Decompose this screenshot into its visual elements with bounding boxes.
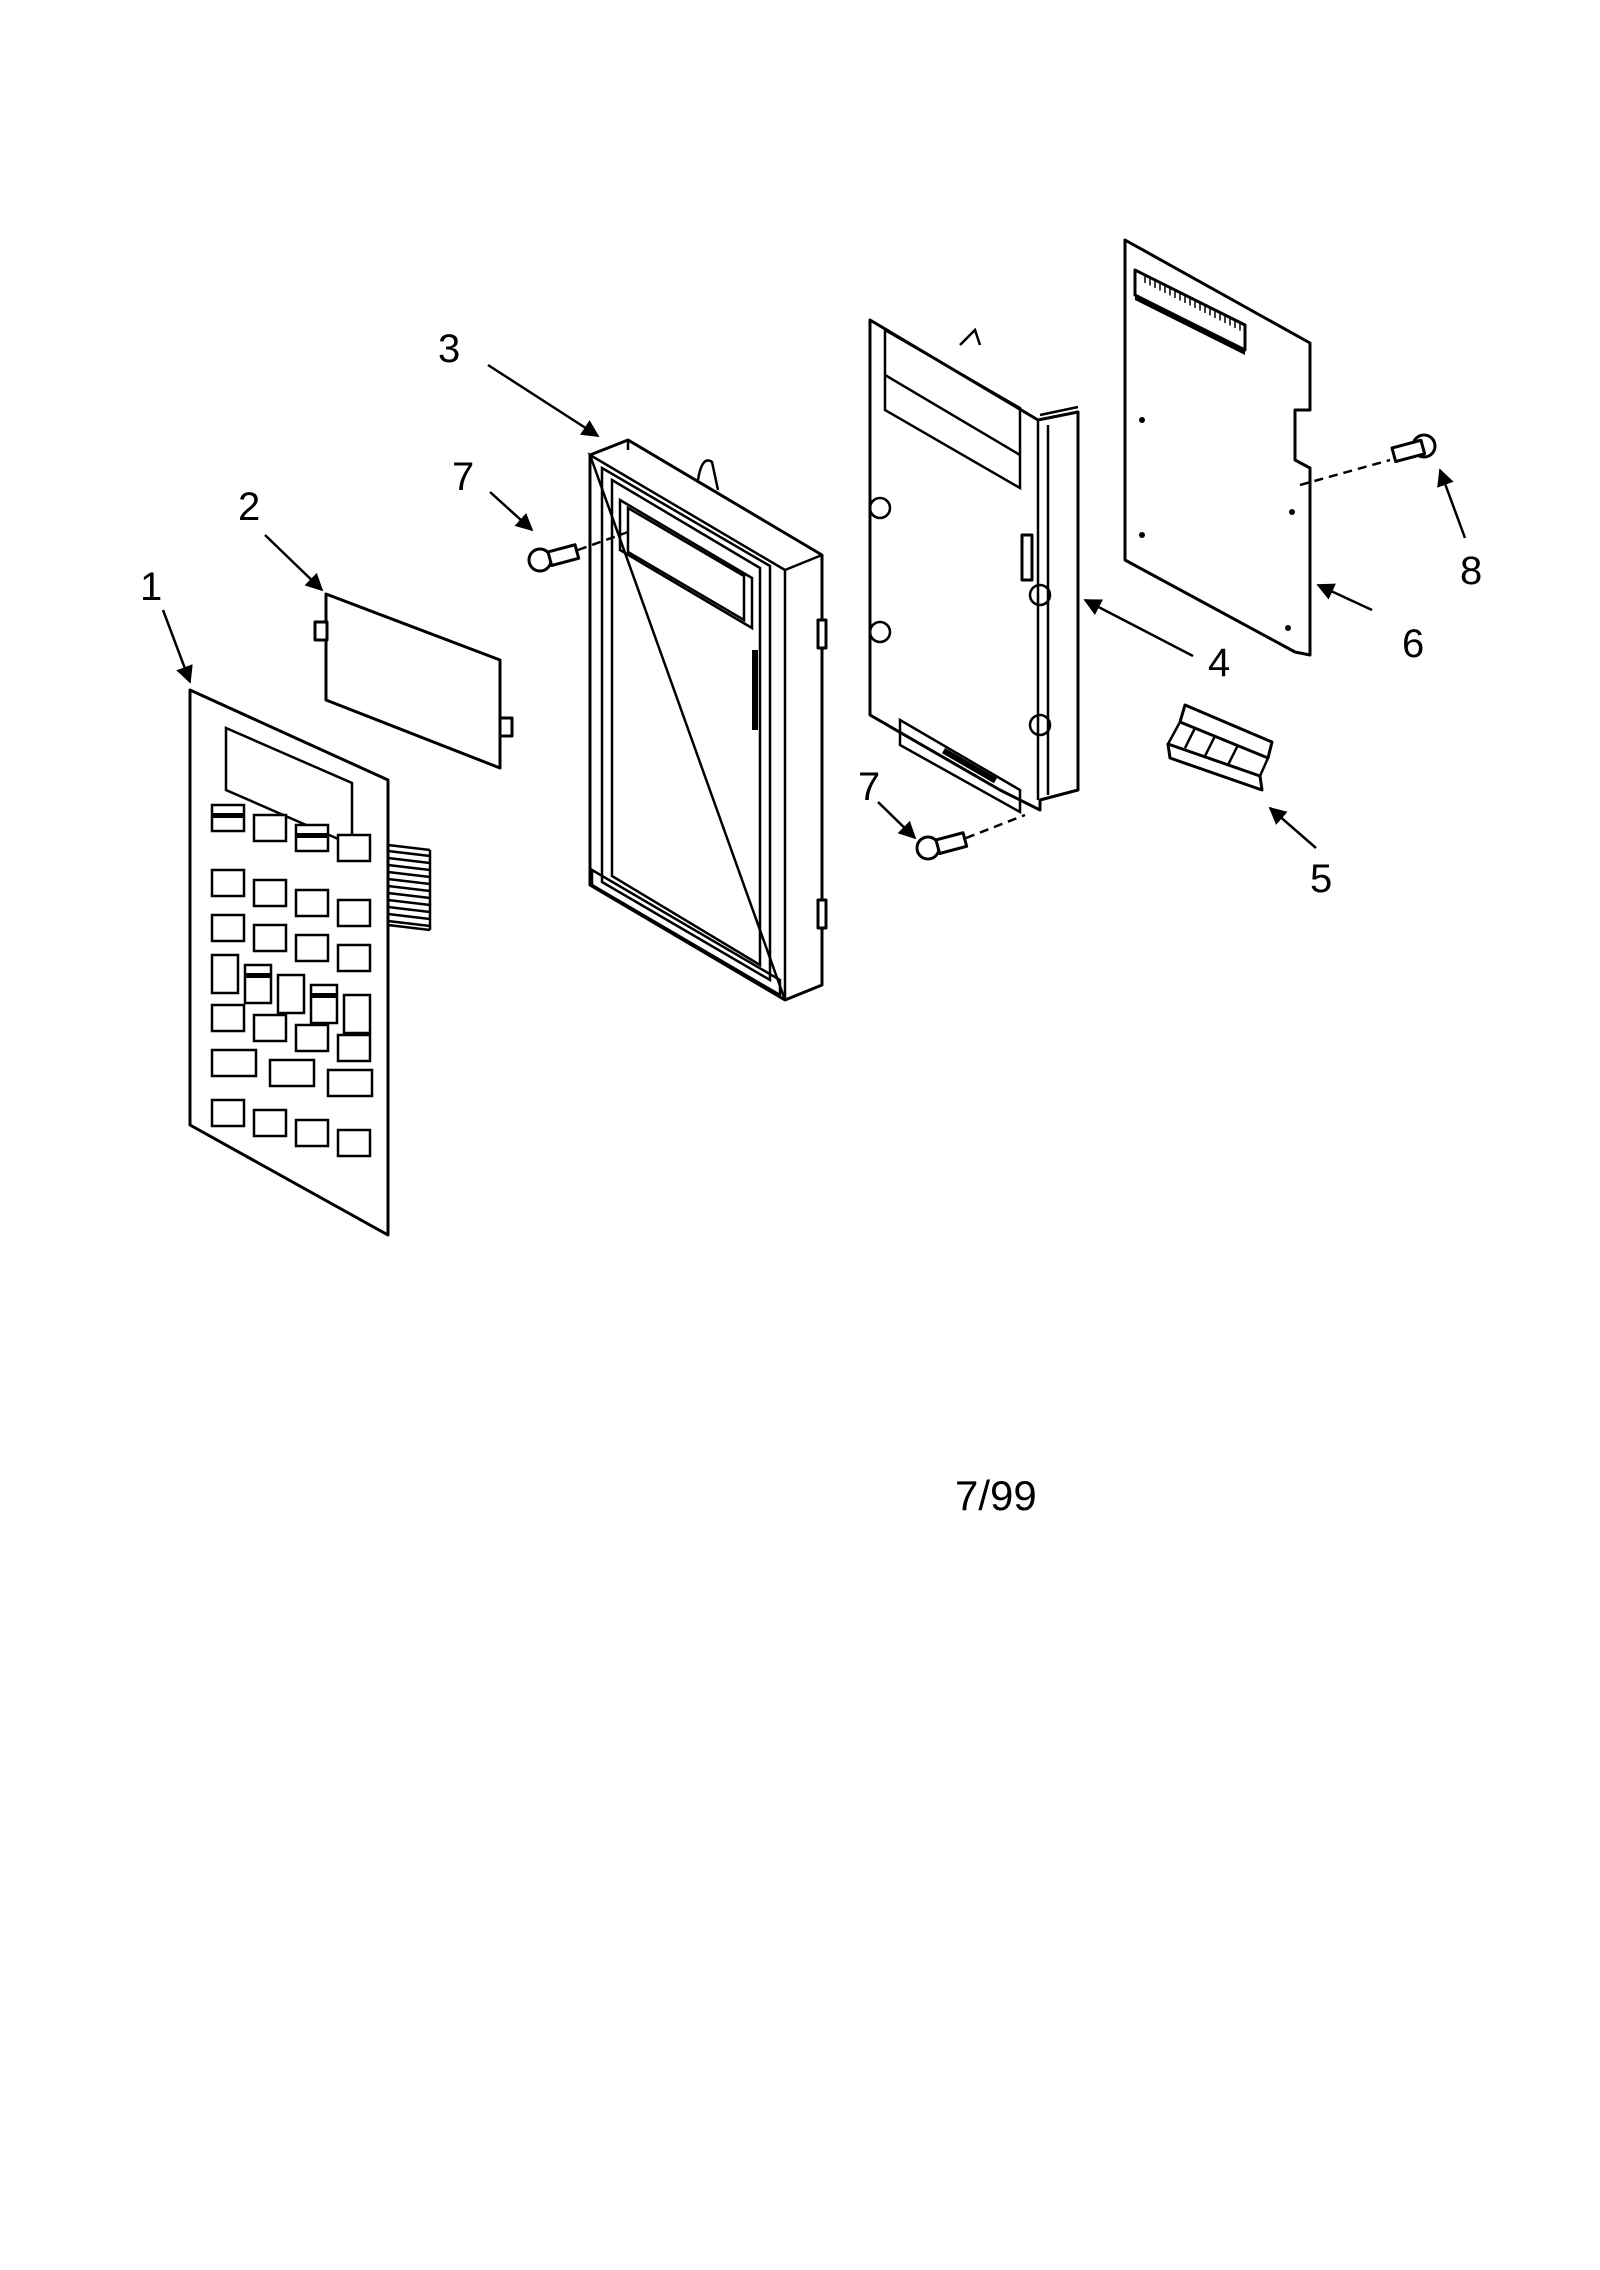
keypad-key (252, 878, 288, 908)
keypad-key (252, 1108, 288, 1138)
keypad-key (309, 983, 339, 1025)
keypad-key (342, 993, 372, 1035)
keypad-key (276, 973, 306, 1015)
callout-5: 5 (1310, 857, 1332, 901)
keypad-key (243, 963, 273, 1005)
keypad-key (210, 868, 246, 898)
callout-4: 4 (1208, 641, 1230, 685)
control-bracket-icon (868, 318, 1080, 815)
keypad-key-marking (245, 973, 271, 978)
keypad-key (268, 1058, 316, 1088)
callout-3: 3 (438, 327, 460, 371)
callout-7-top: 7 (452, 455, 474, 499)
clip-bracket-icon (1166, 703, 1274, 792)
keypad-key (252, 813, 288, 843)
callout-2: 2 (238, 485, 260, 529)
circuit-board-icon (1123, 238, 1312, 657)
keypad-key (210, 1048, 258, 1078)
keypad-key (252, 923, 288, 953)
screw-icon (915, 813, 1026, 861)
keypad-key-marking (311, 993, 337, 998)
keypad-key (326, 1068, 374, 1098)
keypad-membrane-icon (188, 688, 432, 1237)
keypad-key (210, 1003, 246, 1033)
leader-lines (161, 363, 1467, 849)
revision-date: 7/99 (955, 1472, 1037, 1519)
screw-icon (527, 530, 629, 573)
keypad-key (210, 953, 240, 995)
screw-icon (1299, 433, 1437, 487)
control-panel-frame-icon (587, 438, 828, 1002)
keypad-key-marking (212, 813, 244, 818)
keypad-key (336, 833, 372, 863)
keypad-key (294, 888, 330, 918)
keypad-key (294, 1118, 330, 1148)
window-lens-icon (313, 592, 514, 770)
keypad-key (210, 913, 246, 943)
keypad-key (336, 1033, 372, 1063)
keypad-key-marking (296, 833, 328, 838)
keypad-key (210, 1098, 246, 1128)
keypad-key (294, 1023, 330, 1053)
callout-8: 8 (1460, 549, 1482, 593)
callout-7-bottom: 7 (858, 765, 880, 809)
keypad-key (336, 943, 372, 973)
keypad-key (294, 933, 330, 963)
callout-1: 1 (140, 565, 162, 609)
keypad-key (252, 1013, 288, 1043)
keypad-key (336, 898, 372, 928)
callout-6: 6 (1402, 622, 1424, 666)
keypad-key (336, 1128, 372, 1158)
